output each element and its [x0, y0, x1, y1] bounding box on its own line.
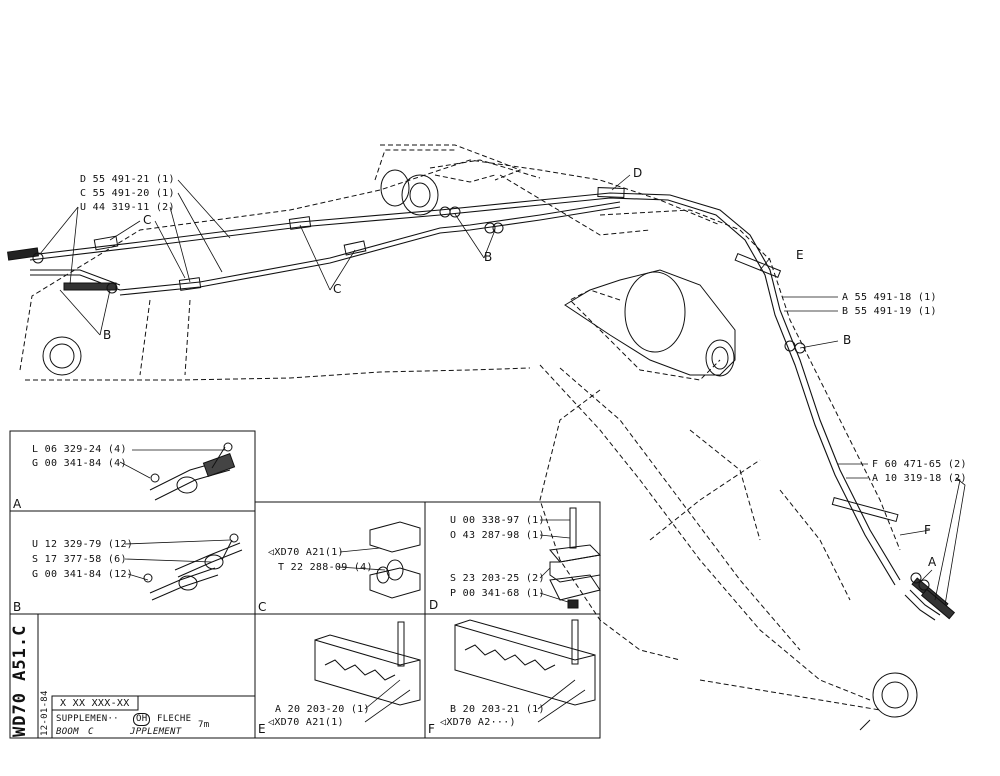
- panel-a-part-2: G 00 341-84 (4): [32, 458, 127, 469]
- panel-d-part-2: O 43 287-98 (1): [450, 530, 545, 541]
- title-date: 12-01-84: [40, 690, 50, 736]
- label-b-left: B: [103, 328, 112, 342]
- panel-d-part-3: S 23 203-25 (2): [450, 573, 545, 584]
- panel-f-part-2: ◁XD70 A2···): [440, 717, 516, 728]
- panel-a-part-1: L 06 329-24 (4): [32, 444, 127, 455]
- panel-d-part-1: U 00 338-97 (1): [450, 515, 545, 526]
- boom-solid: [42, 169, 918, 731]
- panel-b-letter: B: [13, 600, 22, 614]
- callout-a-10319-18: A 10 319-18 (2): [872, 473, 967, 484]
- panel-e-part-2: ◁XD70 A21(1): [268, 717, 344, 728]
- panel-c-part-2: T 22 288-09 (4): [278, 562, 373, 573]
- panel-c-letter: C: [258, 600, 267, 614]
- panel-f-letter: F: [428, 722, 435, 736]
- title-supplement-2: JPPLEMENT: [130, 727, 182, 737]
- panel-d-part-4: P 00 341-68 (1): [450, 588, 545, 599]
- panel-b-part-1: U 12 329-79 (12): [32, 539, 134, 550]
- panel-e-letter: E: [258, 722, 266, 736]
- label-b-mid: B: [484, 250, 493, 264]
- callout-b-55491-19: B 55 491-19 (1): [842, 306, 937, 317]
- clamps: [32, 187, 930, 591]
- title-boom-mark: C: [88, 727, 94, 737]
- label-a-right: A: [928, 555, 937, 569]
- title-number: X XX XXX-XX: [60, 698, 130, 709]
- callout-d-55491-21: D 55 491-21 (1): [80, 174, 175, 185]
- panel-e-part-1: A 20 203-20 (1): [275, 704, 370, 715]
- callout-c-55491-20: C 55 491-20 (1): [80, 188, 175, 199]
- panel-a-letter: A: [13, 497, 22, 511]
- callout-u-44319-11: U 44 319-11 (2): [80, 202, 175, 213]
- model-title: WD70 A51.C: [10, 624, 30, 737]
- label-d-top: D: [633, 166, 643, 180]
- panel-b-part-3: G 00 341-84 (12): [32, 569, 134, 580]
- panel-leaders: [119, 449, 586, 723]
- title-length: 7m: [198, 720, 210, 730]
- callout-f-60471-65: F 60 471-65 (2): [872, 459, 967, 470]
- panel-f-part-1: B 20 203-21 (1): [450, 704, 545, 715]
- panel-a-sketch: [149, 442, 236, 501]
- panel-d-sketch: [549, 507, 602, 609]
- detail-grid: [9, 430, 601, 739]
- panel-d-letter: D: [429, 598, 439, 612]
- leader-lines: [39, 174, 966, 606]
- title-oh: OH: [133, 713, 151, 726]
- title-boom: BOOM: [56, 727, 79, 737]
- label-f-right: F: [924, 523, 931, 537]
- panel-c-part-1: ◁XD70 A21(1): [268, 547, 344, 558]
- panel-e-sketch: [314, 621, 421, 706]
- boom-outline: [19, 144, 901, 711]
- panel-b-part-2: S 17 377-58 (6): [32, 554, 127, 565]
- label-e-right: E: [796, 248, 804, 262]
- label-c-mid: C: [333, 282, 342, 296]
- label-b-right: B: [843, 333, 852, 347]
- panel-c-sketch: [369, 521, 421, 599]
- title-supplement: SUPPLEMEN··: [56, 714, 119, 724]
- panel-b-sketch: [143, 533, 243, 601]
- callout-a-55491-18: A 55 491-18 (1): [842, 292, 937, 303]
- label-c-top: C: [143, 213, 152, 227]
- hose-ends: [7, 247, 956, 620]
- panel-f-sketch: [454, 619, 596, 706]
- title-fleche: FLECHE: [157, 714, 192, 724]
